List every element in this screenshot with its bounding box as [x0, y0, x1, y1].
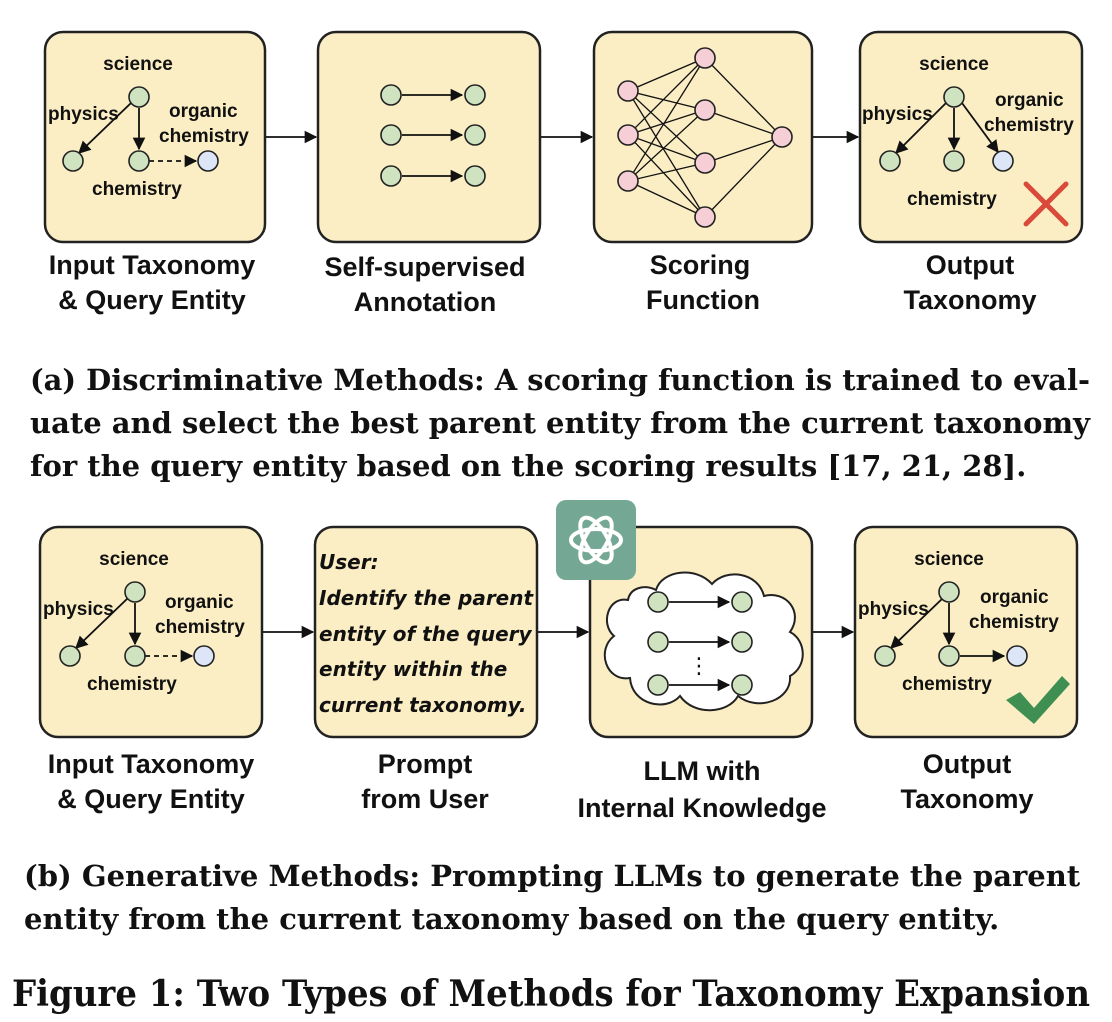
node-label-physics: physics: [862, 104, 933, 125]
panel-b-llm-box: ⋮: [588, 525, 814, 739]
node-label-physics: physics: [43, 599, 114, 620]
node-chemistry: [128, 150, 150, 172]
panel-a-scoring-label-1: Scoring: [650, 250, 751, 280]
node-label-organic-chemistry: chemistry: [159, 126, 249, 147]
node-label-organic-chemistry: chemistry: [155, 617, 245, 638]
panel-a-annotation-label-1: Self-supervised: [324, 252, 525, 282]
green-check-icon: [1006, 676, 1070, 724]
panel-a-scoring-function-box: [592, 30, 814, 244]
openai-logo-icon: [556, 500, 636, 580]
node-query-organic-chemistry: [197, 150, 219, 172]
caption-a-line-2: uate and select the best parent entity f…: [30, 406, 1091, 440]
panel-b-input-label-2: & Query Entity: [57, 784, 245, 814]
panel-b-prompt-label-2: from User: [361, 784, 489, 814]
prompt-line-4: current taxonomy.: [319, 693, 526, 717]
node-physics: [62, 150, 84, 172]
prompt-line-3: entity within the: [319, 657, 507, 681]
node-label-chemistry: chemistry: [87, 674, 177, 695]
caption-b-line-1: (b) Generative Methods: Prompting LLMs t…: [24, 859, 1081, 893]
panel-a-scoring-label-2: Function: [646, 285, 760, 315]
panel-a-input-label-1: Input Taxonomy: [49, 250, 256, 280]
node-label-chemistry: chemistry: [92, 179, 182, 200]
panel-b-output-label-2: Taxonomy: [900, 784, 1033, 814]
node-label-organic: organic: [995, 90, 1064, 111]
panel-b-llm-label-2: Internal Knowledge: [577, 793, 826, 823]
node-label-organic: organic: [980, 587, 1049, 608]
panel-a-output-label-2: Taxonomy: [903, 285, 1036, 315]
node-science: [128, 86, 150, 108]
panel-b-output-taxonomy-box: science physics organic chemistry chemis…: [853, 525, 1079, 739]
node-label-organic: organic: [165, 592, 234, 613]
panel-a-input-label-2: & Query Entity: [58, 285, 246, 315]
node-label-organic-chemistry: chemistry: [984, 115, 1074, 136]
node-label-chemistry: chemistry: [907, 189, 997, 210]
panel-b-llm-label-1: LLM with: [644, 756, 761, 786]
node-label-physics: physics: [48, 104, 119, 125]
ellipsis-vertical: ⋮: [688, 653, 710, 678]
panel-b-prompt-label-1: Prompt: [378, 749, 473, 779]
prompt-line-2: entity of the query: [319, 622, 532, 646]
panel-a-annotation-label-2: Annotation: [354, 287, 496, 317]
node-label-science: science: [914, 549, 984, 570]
panel-a-output-label-1: Output: [926, 250, 1014, 280]
prompt-speaker: User:: [319, 550, 379, 574]
caption-a-line-3: for the query entity based on the scorin…: [30, 449, 1026, 483]
node-label-physics: physics: [858, 599, 929, 620]
panel-b-output-label-1: Output: [923, 749, 1011, 779]
panel-a-annotation-box: [316, 30, 542, 244]
panel-a-input-taxonomy-box: science physics organic chemistry chemis…: [43, 30, 267, 244]
prompt-line-1: Identify the parent: [319, 586, 534, 610]
node-label-chemistry: chemistry: [902, 674, 992, 695]
node-label-science: science: [919, 54, 989, 75]
caption-b-line-2: entity from the current taxonomy based o…: [24, 902, 999, 936]
panel-a-output-taxonomy-box: science physics organic chemistry chemis…: [858, 30, 1084, 244]
node-label-science: science: [103, 54, 173, 75]
figure-title: Figure 1: Two Types of Methods for Taxon…: [12, 973, 1090, 1015]
node-label-organic: organic: [169, 101, 238, 122]
panel-b-input-label-1: Input Taxonomy: [48, 749, 255, 779]
red-cross-icon: [1023, 181, 1069, 227]
panel-b-input-taxonomy-box: science physics organic chemistry chemis…: [38, 525, 264, 739]
node-label-organic-chemistry: chemistry: [969, 612, 1059, 633]
caption-a-line-1: (a) Discriminative Methods: A scoring fu…: [30, 363, 1090, 397]
node-label-science: science: [99, 549, 169, 570]
panel-b-prompt-box: User: Identify the parent entity of the …: [313, 525, 539, 739]
